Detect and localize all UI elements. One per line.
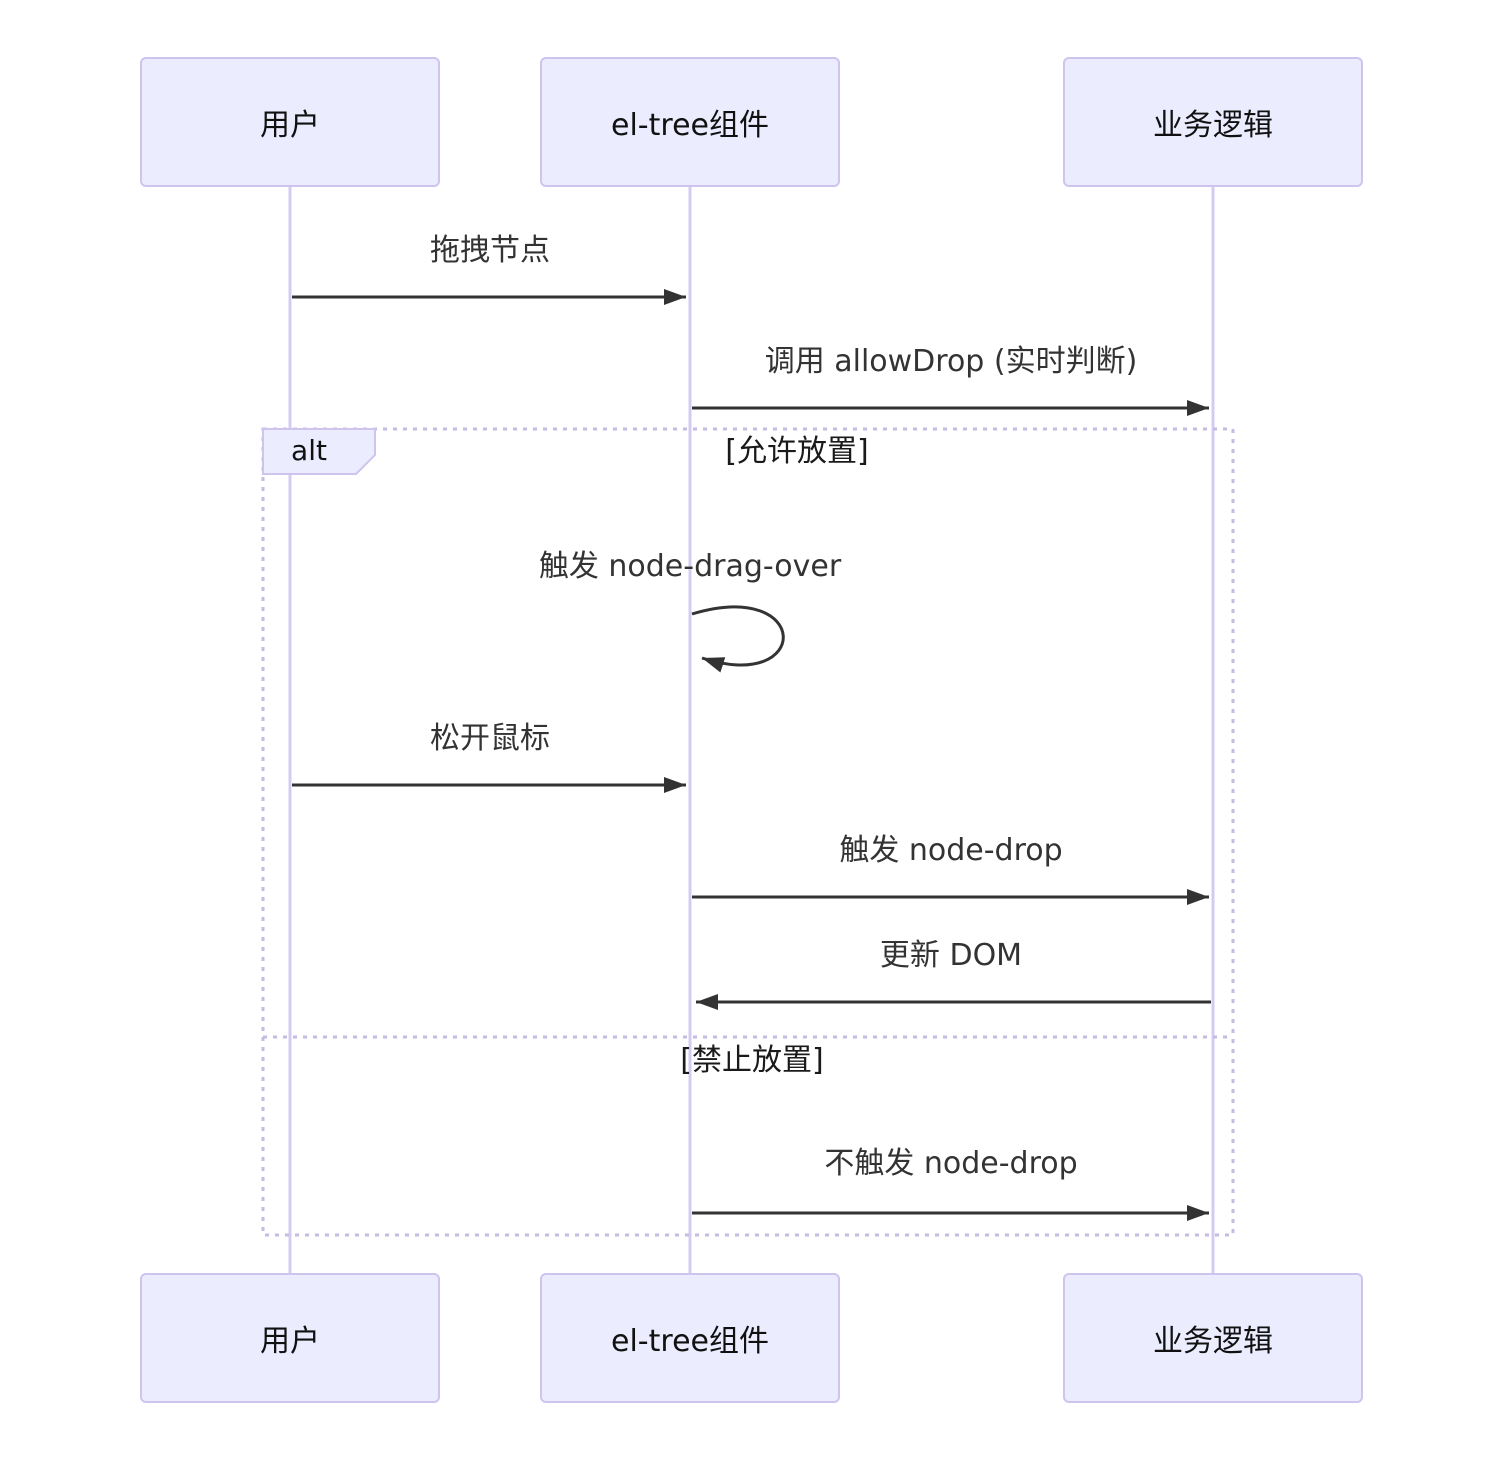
alt-label-box: [262, 428, 376, 475]
actor-label: 用户: [260, 1324, 320, 1359]
message-label-drag-node: 拖拽节点: [430, 233, 550, 268]
actor-label: el-tree组件: [611, 1324, 769, 1359]
alt-condition-allow: [允许放置]: [725, 434, 869, 469]
alt-condition-forbid: [禁止放置]: [680, 1043, 824, 1078]
actor-label: 用户: [260, 108, 320, 143]
actor-label: 业务逻辑: [1153, 1324, 1273, 1359]
message-label-allow-drop: 调用 allowDrop (实时判断): [764, 344, 1138, 379]
alt-frame: [261, 427, 1235, 1237]
actor-label: 业务逻辑: [1153, 108, 1273, 143]
actor-top-el-tree: el-tree组件: [540, 57, 840, 187]
message-label-drag-over: 触发 node-drag-over: [538, 549, 842, 584]
actor-top-logic: 业务逻辑: [1063, 57, 1363, 187]
alt-keyword-label: alt: [291, 434, 327, 467]
message-label-no-node-drop: 不触发 node-drop: [824, 1146, 1078, 1181]
actor-bottom-el-tree: el-tree组件: [540, 1273, 840, 1403]
actor-top-user: 用户: [140, 57, 440, 187]
actor-bottom-logic: 业务逻辑: [1063, 1273, 1363, 1403]
message-label-node-drop: 触发 node-drop: [839, 833, 1063, 868]
message-label-update-dom: 更新 DOM: [879, 938, 1023, 973]
actor-label: el-tree组件: [611, 108, 769, 143]
message-label-release-mouse: 松开鼠标: [430, 721, 550, 756]
actor-bottom-user: 用户: [140, 1273, 440, 1403]
message-arrow-self-loop: [691, 605, 785, 673]
